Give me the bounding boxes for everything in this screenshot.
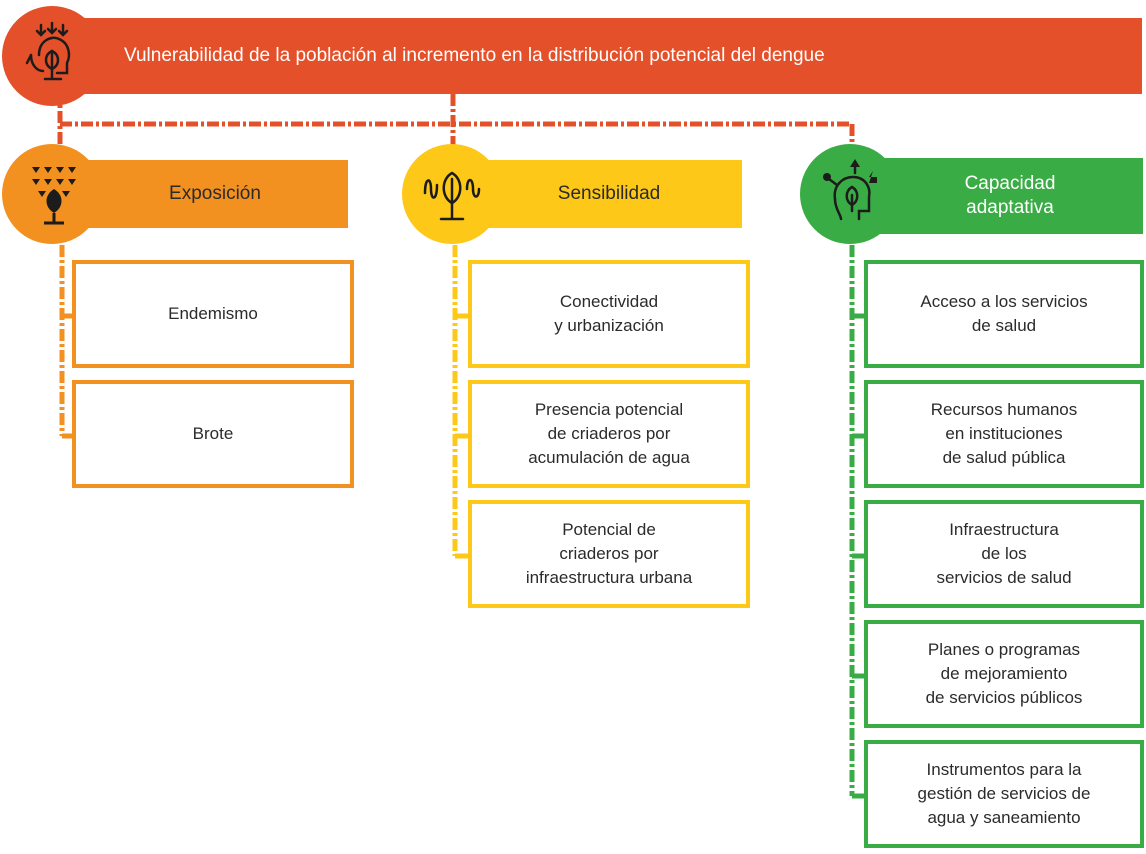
tree-branches-icon — [32, 167, 76, 225]
capacidad-item-3: Infraestructura de los servicios de salu… — [864, 500, 1144, 608]
category-icon-circle-sensibilidad — [402, 144, 502, 244]
item-label: Recursos humanos en instituciones de sal… — [930, 400, 1078, 467]
item-label: Endemismo — [168, 304, 258, 323]
category-icon-circle-capacidad — [800, 144, 900, 244]
capacidad-item-5: Instrumentos para la gestión de servicio… — [864, 740, 1144, 848]
category-icon-circle-exposicion — [2, 144, 102, 244]
item-label: Presencia potencial de criaderos por acu… — [528, 400, 690, 467]
sensibilidad-item-3: Potencial de criaderos por infraestructu… — [468, 500, 750, 608]
main-title-bar: Vulnerabilidad de la población al increm… — [58, 18, 1142, 94]
category-label-sensibilidad: Sensibilidad — [557, 183, 661, 204]
sprout-waves-icon — [423, 171, 481, 221]
exposicion-item-2: Brote — [72, 380, 354, 488]
main-title: Vulnerabilidad de la población al increm… — [124, 45, 825, 66]
main-icon-circle — [2, 6, 102, 106]
item-label: Planes o programas de mejoramiento de se… — [925, 640, 1083, 707]
item-label: Infraestructura de los servicios de salu… — [936, 520, 1072, 587]
item-label: Instrumentos para la gestión de servicio… — [917, 760, 1091, 827]
head-arrows-icon — [25, 21, 71, 81]
category-label-capacidad: Capacidad adaptativa — [964, 173, 1056, 218]
item-label: Conectividad y urbanización — [554, 292, 664, 335]
exposicion-item-1: Endemismo — [72, 260, 354, 368]
head-growth-icon — [823, 159, 877, 221]
item-label: Potencial de criaderos por infraestructu… — [525, 520, 693, 587]
sensibilidad-item-2: Presencia potencial de criaderos por acu… — [468, 380, 750, 488]
capacidad-item-1: Acceso a los servicios de salud — [864, 260, 1144, 368]
item-label: Brote — [192, 424, 234, 443]
category-exposicion: Exposición — [56, 160, 348, 228]
capacidad-item-4: Planes o programas de mejoramiento de se… — [864, 620, 1144, 728]
category-capacidad: Capacidad adaptativa — [851, 158, 1143, 234]
capacidad-item-2: Recursos humanos en instituciones de sal… — [864, 380, 1144, 488]
item-label: Acceso a los servicios de salud — [920, 292, 1088, 335]
category-label-exposicion: Exposición — [169, 183, 261, 204]
sensibilidad-item-1: Conectividad y urbanización — [468, 260, 750, 368]
